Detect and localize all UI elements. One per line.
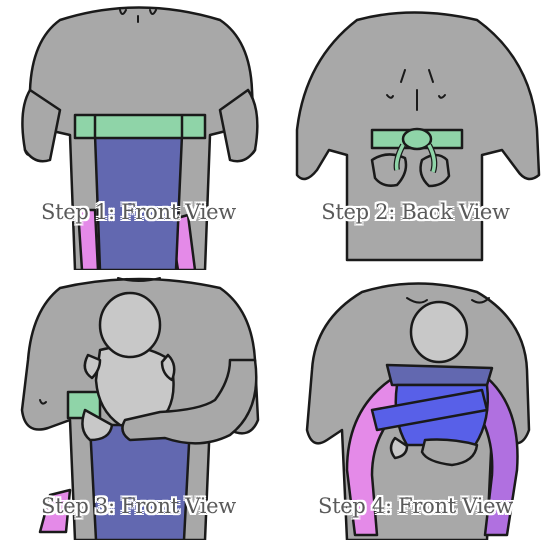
step-2-caption: Step 2: Back View xyxy=(277,200,554,224)
carrier-hood xyxy=(387,365,492,385)
step-2-illustration xyxy=(277,0,554,270)
step-4-caption: Step 4: Front View xyxy=(277,494,554,518)
step-3-panel: Step 3: Front View xyxy=(0,270,277,540)
step-1-illustration xyxy=(0,0,277,270)
step-1-caption: Step 1: Front View xyxy=(0,200,277,224)
step-2-panel: Step 2: Back View xyxy=(277,0,554,270)
left-hand xyxy=(372,154,406,185)
step-4-panel: Step 4: Front View xyxy=(277,270,554,540)
baby-head xyxy=(411,302,467,362)
step-3-caption: Step 3: Front View xyxy=(0,494,277,518)
step-1-panel: Step 1: Front View xyxy=(0,0,277,270)
baby-head xyxy=(100,293,160,357)
knot xyxy=(403,129,431,149)
carrier-panel xyxy=(90,425,190,540)
